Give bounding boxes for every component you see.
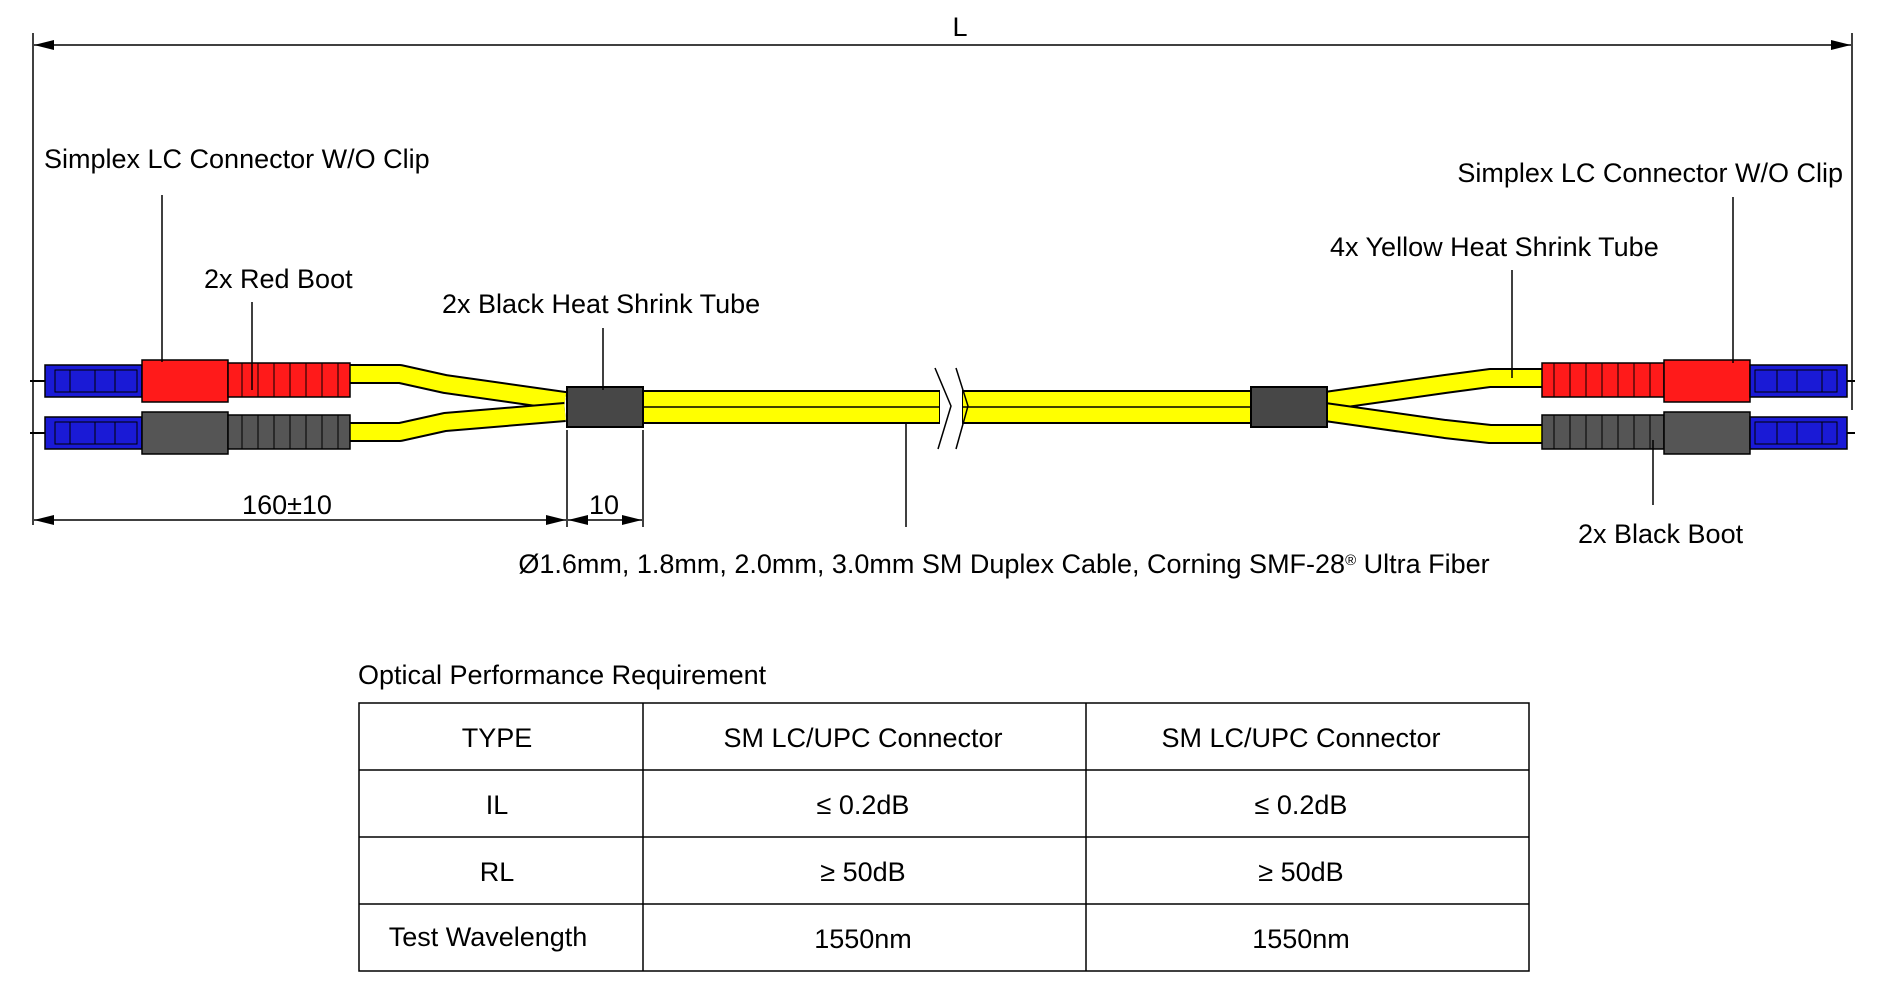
table-cell-rl-label: RL	[480, 857, 515, 887]
table-cell-rl-b: ≥ 50dB	[1258, 857, 1343, 887]
right-yellow-tube-label: 4x Yellow Heat Shrink Tube	[1330, 232, 1659, 262]
overall-length-label: L	[952, 12, 967, 42]
cable-description: Ø1.6mm, 1.8mm, 2.0mm, 3.0mm SM Duplex Ca…	[518, 549, 1489, 579]
right-heat-shrink-tube	[1250, 386, 1328, 428]
left-connector-label: Simplex LC Connector W/O Clip	[44, 144, 430, 174]
table-cell-il-label: IL	[486, 790, 509, 820]
breakout-dimensions: 160±10 10	[34, 430, 644, 527]
table-cell-il-b: ≤ 0.2dB	[1255, 790, 1348, 820]
left-breakout-fibers	[350, 364, 567, 442]
table-cell-wavelength-a: 1550nm	[814, 924, 912, 954]
callout-leaders	[161, 195, 1734, 527]
tube-length-label: 10	[589, 490, 619, 520]
left-bottom-connector	[30, 416, 143, 450]
table-cell-wavelength-b: 1550nm	[1252, 924, 1350, 954]
right-bottom-boot	[1541, 411, 1751, 455]
right-connector-label: Simplex LC Connector W/O Clip	[1457, 158, 1843, 188]
left-black-boot	[141, 411, 351, 455]
table-header-type: TYPE	[462, 723, 533, 753]
right-top-boot	[1541, 359, 1751, 403]
right-bottom-connector	[1749, 416, 1855, 450]
left-top-connector	[30, 364, 143, 398]
table-cell-wavelength-label: Test Wavelength	[389, 922, 588, 952]
table-title: Optical Performance Requirement	[358, 660, 767, 690]
table-cell-il-a: ≤ 0.2dB	[817, 790, 910, 820]
table-cell-rl-a: ≥ 50dB	[820, 857, 905, 887]
right-top-connector	[1749, 364, 1855, 398]
left-red-boot	[141, 359, 351, 403]
left-heat-shrink-label: 2x Black Heat Shrink Tube	[442, 289, 760, 319]
breakout-length-label: 160±10	[242, 490, 332, 520]
table-header-connector-a: SM LC/UPC Connector	[723, 723, 1002, 753]
left-red-boot-label: 2x Red Boot	[204, 264, 353, 294]
right-black-boot-label: 2x Black Boot	[1578, 519, 1744, 549]
right-breakout-fibers	[1323, 368, 1542, 444]
left-heat-shrink-tube	[566, 386, 644, 428]
duplex-cable	[639, 367, 1253, 450]
overall-length-dimension: L	[32, 12, 1853, 525]
performance-table: TYPE SM LC/UPC Connector SM LC/UPC Conne…	[358, 702, 1530, 972]
table-header-connector-b: SM LC/UPC Connector	[1161, 723, 1440, 753]
